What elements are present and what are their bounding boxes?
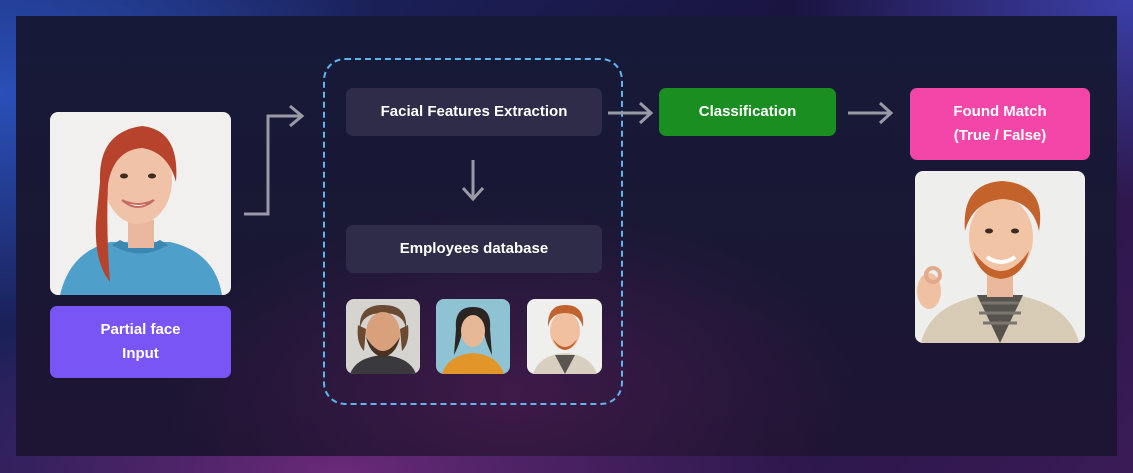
result-box: Found Match (True / False) <box>910 88 1090 160</box>
arrow-right-icon <box>608 101 654 125</box>
result-label-line2: (True / False) <box>953 127 1047 144</box>
classification-box: Classification <box>659 88 836 136</box>
elbow-arrow-icon <box>244 104 305 216</box>
employee-photo-2 <box>436 299 510 374</box>
employee-photo-3 <box>527 299 602 374</box>
employee-photo-1 <box>346 299 420 374</box>
arrow-down-icon <box>461 160 485 202</box>
arrow-right-icon-2 <box>848 101 894 125</box>
extraction-label: Facial Features Extraction <box>380 103 568 120</box>
matched-face-photo <box>915 171 1085 343</box>
input-label-box: Partial face Input <box>50 306 231 378</box>
database-label: Employees database <box>399 240 549 257</box>
database-box: Employees database <box>346 225 602 273</box>
input-face-photo <box>50 112 231 295</box>
extraction-box: Facial Features Extraction <box>346 88 602 136</box>
input-label-line2: Input <box>122 345 159 362</box>
pipeline-dashed-group <box>323 58 623 405</box>
result-label-line1: Found Match <box>953 103 1047 120</box>
classification-label: Classification <box>698 103 797 120</box>
input-label-line1: Partial face <box>100 321 181 338</box>
